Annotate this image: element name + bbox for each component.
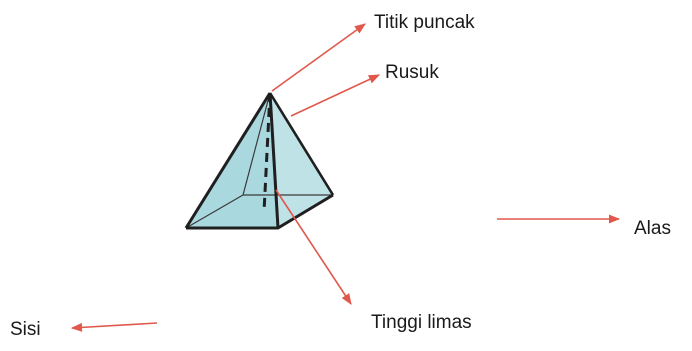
base-label: Alas — [634, 218, 671, 239]
height-label: Tinggi limas — [371, 312, 472, 333]
pyramid-lateral-edge — [268, 92, 335, 196]
arrow-height — [275, 189, 352, 305]
pyramid — [184, 92, 335, 230]
pyramid-face-front — [186, 93, 278, 228]
pyramid-hidden-edge — [185, 194, 244, 229]
annotation-arrows — [70, 23, 621, 332]
pyramid-face-right — [270, 93, 333, 228]
pyramid-hidden-edge — [242, 92, 271, 196]
arrow-edge — [290, 74, 381, 117]
pyramid-height-line — [262, 92, 272, 213]
pyramid-lateral-edge — [268, 92, 280, 229]
pyramid-lateral-edge — [184, 92, 272, 229]
face-label: Sisi — [10, 319, 41, 340]
apex-label: Titik puncak — [374, 12, 475, 33]
edge-label: Rusuk — [385, 62, 439, 83]
arrow-face — [70, 322, 158, 332]
arrow-apex — [271, 23, 366, 92]
